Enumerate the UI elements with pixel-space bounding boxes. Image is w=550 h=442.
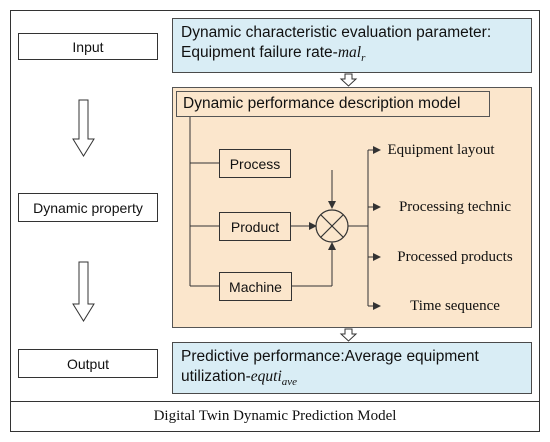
output-time-sequence: Time sequence [410,297,500,314]
output-performance-variable: equtiave [250,368,298,389]
output-performance-line2: utilization-equtiave [181,367,523,392]
input-parameter-prefix: Equipment failure rate- [181,44,338,61]
model-title: Dynamic performance description model [176,91,490,117]
node-process: Process [219,149,291,178]
large-down-arrow-icon [72,261,95,322]
node-machine: Machine [219,272,292,301]
output-equipment-layout: Equipment layout [387,141,495,158]
small-down-arrow-icon [339,328,358,342]
output-processed-products: Processed products [397,248,513,265]
stage-output: Output [18,349,158,378]
stage-input: Input [18,33,158,60]
input-parameter-variable: malr [337,44,366,65]
input-parameter-line1: Dynamic characteristic evaluation parame… [181,24,492,41]
combinator-icon [315,209,349,243]
output-performance-line1: Predictive performance:Average equipment [181,348,479,365]
output-performance-prefix: utilization- [181,368,251,385]
input-parameter-box: Dynamic characteristic evaluation parame… [172,18,532,73]
output-performance-box: Predictive performance:Average equipment… [172,342,532,394]
node-product: Product [219,212,291,241]
input-parameter-line2: Equipment failure rate-malr [181,43,523,68]
output-processing-technic: Processing technic [398,198,512,215]
diagram-caption: Digital Twin Dynamic Prediction Model [10,401,540,432]
small-down-arrow-icon [339,73,358,87]
large-down-arrow-icon [72,99,95,157]
stage-dynamic-property: Dynamic property [18,193,158,222]
